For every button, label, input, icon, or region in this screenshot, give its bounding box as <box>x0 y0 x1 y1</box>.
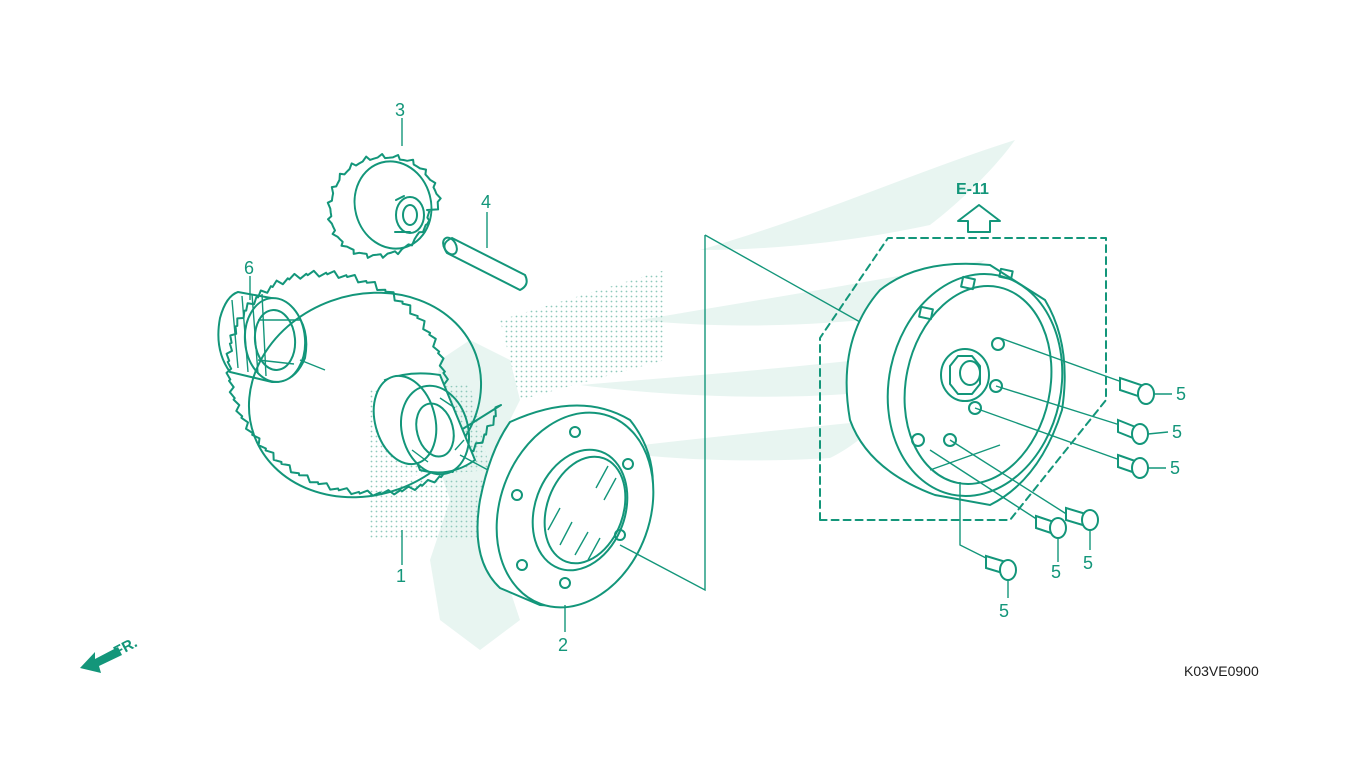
part-label-5-f: 5 <box>999 601 1009 621</box>
part-label-5-c: 5 <box>1170 458 1180 478</box>
part-label-5-a: 5 <box>1176 384 1186 404</box>
diagram-code: K03VE0900 <box>1184 663 1259 679</box>
label-leaders <box>249 118 1172 632</box>
part-1-starter-driven-gear[interactable] <box>220 261 510 530</box>
part-2-starter-clutch-outer[interactable] <box>470 390 679 629</box>
part-4-shaft[interactable] <box>440 235 528 292</box>
part-label-5-e: 5 <box>1051 562 1061 582</box>
reference-label[interactable]: E-11 <box>956 181 989 198</box>
flywheel-reference-assembly[interactable] <box>819 237 1107 521</box>
part-label-5-d: 5 <box>1083 553 1093 573</box>
part-5-bolt-5[interactable] <box>1035 514 1067 539</box>
reference-up-arrow-icon[interactable] <box>957 204 1001 233</box>
part-label-1: 1 <box>396 566 406 586</box>
part-6-needle-bearing[interactable] <box>217 290 308 384</box>
guide-lines <box>299 234 1123 592</box>
part-label-4: 4 <box>481 192 491 212</box>
part-5-bolt-1[interactable] <box>1119 376 1155 405</box>
part-5-bolt-4[interactable] <box>1065 506 1099 531</box>
front-direction-arrow-icon: FR. <box>80 634 140 673</box>
part-label-3: 3 <box>395 100 405 120</box>
part-5-bolt-2[interactable] <box>1117 418 1149 445</box>
part-label-6: 6 <box>244 258 254 278</box>
part-label-5-b: 5 <box>1172 422 1182 442</box>
part-5-bolt-6[interactable] <box>985 554 1017 581</box>
part-3-starter-reduction-gear[interactable] <box>326 153 442 259</box>
part-5-bolt-3[interactable] <box>1117 453 1149 479</box>
part-label-2: 2 <box>558 635 568 655</box>
